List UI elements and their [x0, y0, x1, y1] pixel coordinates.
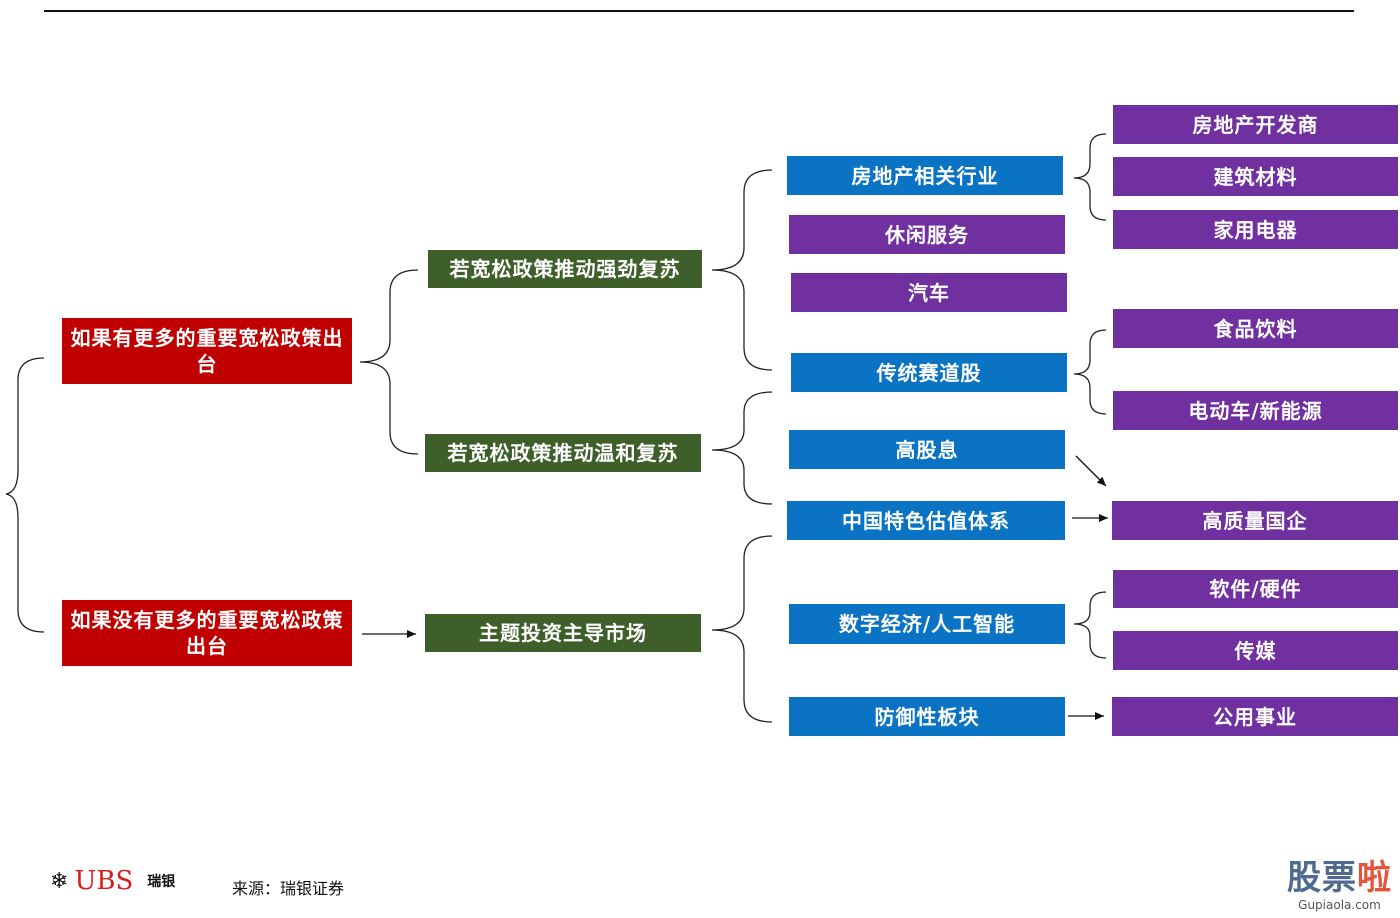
node-no-more-easing: 如果没有更多的重要宽松政策出台 — [62, 600, 352, 666]
node-software-hardware: 软件/硬件 — [1113, 570, 1398, 608]
node-quality-soe-label: 高质量国企 — [1202, 508, 1308, 533]
node-software-hardware-label: 软件/硬件 — [1209, 577, 1302, 601]
node-theme-led-label: 主题投资主导市场 — [479, 621, 647, 645]
brace-traditional — [1073, 329, 1107, 415]
node-mild-recovery-label: 若宽松政策推动温和复苏 — [447, 441, 679, 465]
arrow-dividend-soe — [1075, 455, 1107, 487]
watermark: 股票啦 Gupiaola.com — [1287, 858, 1392, 912]
node-utilities: 公用事业 — [1112, 697, 1398, 736]
brace-mild — [711, 391, 773, 505]
node-high-dividend: 高股息 — [789, 430, 1065, 469]
source-note: 来源：瑞银证券 — [232, 879, 345, 898]
node-digital-ai: 数字经济/人工智能 — [789, 604, 1065, 644]
brace-digital — [1073, 591, 1107, 659]
node-developers: 房地产开发商 — [1113, 105, 1398, 144]
node-appliances-label: 家用电器 — [1213, 217, 1298, 242]
node-auto: 汽车 — [791, 273, 1067, 312]
node-leisure-label: 休闲服务 — [885, 222, 969, 247]
node-building-materials-label: 建筑材料 — [1213, 164, 1298, 189]
watermark-accent-text: 啦 — [1357, 858, 1392, 898]
node-theme-led: 主题投资主导市场 — [425, 614, 701, 652]
node-utilities-label: 公用事业 — [1213, 704, 1297, 729]
node-defensive: 防御性板块 — [789, 697, 1065, 736]
node-more-easing: 如果有更多的重要宽松政策出台 — [62, 318, 352, 384]
node-appliances: 家用电器 — [1113, 210, 1398, 249]
node-leisure: 休闲服务 — [789, 215, 1065, 254]
brace-property — [1073, 133, 1107, 221]
node-developers-label: 房地产开发商 — [1192, 112, 1319, 137]
brace-more-easing — [359, 269, 419, 455]
node-quality-soe: 高质量国企 — [1112, 501, 1398, 540]
node-ev-new-energy-label: 电动车/新能源 — [1188, 398, 1323, 423]
brace-root — [5, 357, 45, 633]
node-ev-new-energy: 电动车/新能源 — [1113, 391, 1398, 430]
node-strong-recovery: 若宽松政策推动强劲复苏 — [428, 250, 702, 288]
node-auto-label: 汽车 — [908, 280, 950, 305]
node-high-dividend-label: 高股息 — [895, 437, 959, 462]
watermark-text: 股票 — [1287, 858, 1357, 898]
node-mild-recovery: 若宽松政策推动温和复苏 — [425, 434, 701, 472]
top-rule — [44, 10, 1354, 12]
node-media-label: 传媒 — [1234, 638, 1277, 663]
node-more-easing-label: 如果有更多的重要宽松政策出台 — [70, 326, 344, 376]
node-traditional-track-label: 传统赛道股 — [876, 360, 982, 385]
ubs-chinese-name: 瑞银 — [147, 874, 176, 890]
ubs-wordmark: UBS — [74, 866, 134, 896]
ubs-keys-icon: ❄ — [50, 868, 69, 894]
node-property-related: 房地产相关行业 — [787, 156, 1063, 195]
node-traditional-track: 传统赛道股 — [791, 353, 1067, 392]
watermark-url: Gupiaola.com — [1298, 898, 1381, 912]
node-defensive-label: 防御性板块 — [874, 704, 980, 729]
node-digital-ai-label: 数字经济/人工智能 — [838, 612, 1016, 636]
node-building-materials: 建筑材料 — [1113, 157, 1398, 196]
brace-theme — [711, 535, 773, 723]
ubs-logo: ❄ UBS 瑞银 — [50, 866, 175, 896]
node-strong-recovery-label: 若宽松政策推动强劲复苏 — [449, 257, 681, 281]
watermark-logo: 股票啦 — [1287, 858, 1392, 898]
node-china-valuation: 中国特色估值体系 — [787, 501, 1065, 540]
node-property-related-label: 房地产相关行业 — [851, 163, 999, 188]
brace-strong — [711, 169, 773, 371]
node-food-beverage-label: 食品饮料 — [1213, 316, 1298, 341]
node-no-more-easing-label: 如果没有更多的重要宽松政策出台 — [70, 608, 344, 658]
node-china-valuation-label: 中国特色估值体系 — [842, 508, 1010, 533]
node-media: 传媒 — [1113, 631, 1398, 670]
node-food-beverage: 食品饮料 — [1113, 309, 1398, 348]
